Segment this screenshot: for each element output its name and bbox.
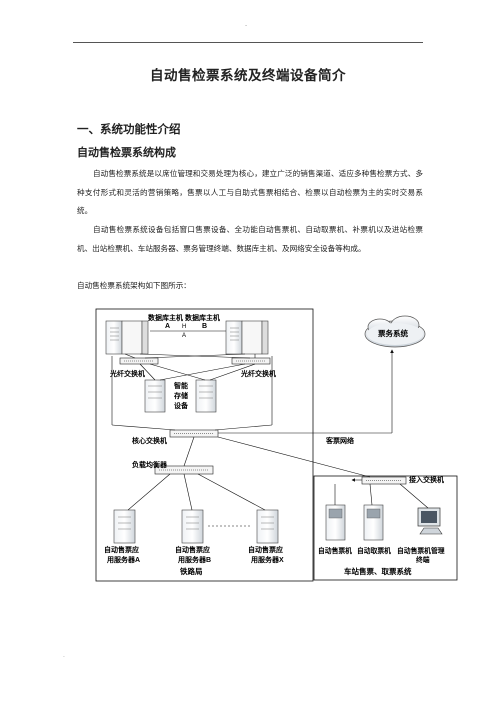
- header-rule: [73, 42, 423, 43]
- db-host-a-label: 数据库主机: [148, 313, 183, 322]
- link-fsr-storage: [159, 363, 246, 381]
- app-server-a-label-1: 自动售票应: [104, 545, 139, 554]
- storage-device-icon: [144, 379, 217, 413]
- ticket-vending-machine-icon: [325, 504, 346, 541]
- link-core-lb: [183, 436, 195, 467]
- station-system-frame: [313, 475, 458, 581]
- link-lb-server-x: [197, 473, 266, 511]
- app-server-a-label-2: 用服务器A: [107, 555, 140, 564]
- db-host-b-letter: B: [202, 323, 207, 330]
- link-dbb-core: [214, 424, 273, 431]
- document-title: 自动售检票系统及终端设备简介: [150, 68, 346, 84]
- app-server-b-icon: [181, 509, 204, 544]
- link-lb-server-b: [183, 473, 193, 511]
- ticket-system-cloud-icon: [364, 315, 426, 348]
- fiber-switch-right-label: 光纤交换机: [240, 369, 276, 378]
- db-host-a-icon: [105, 320, 149, 355]
- station-group-label: 车站售票、取票系统: [344, 566, 412, 576]
- app-server-x-label-2: 用服务器X: [251, 555, 284, 564]
- ticket-system-label: 票务系统: [378, 328, 408, 338]
- subsection-heading: 自动售检票系统构成: [77, 146, 176, 159]
- railway-bureau-frame: [95, 308, 314, 582]
- app-server-b-label-2: 用服务器B: [178, 555, 211, 564]
- ha-label-top: H: [182, 324, 186, 330]
- link-dba-fsl: [124, 353, 136, 359]
- link-dbb-fsl: [144, 353, 246, 359]
- storage-label-1: 智能: [174, 381, 188, 390]
- diagram-caption: 自动售检票系统架构如下图所示：: [77, 281, 191, 290]
- load-balancer-label: 负载均衡器: [132, 460, 168, 469]
- link-dba-core: [111, 424, 176, 431]
- header-mark: -: [245, 22, 248, 29]
- app-server-b-label-1: 自动售票应: [175, 545, 210, 554]
- ticket-collection-machine-icon: [363, 504, 384, 541]
- access-switch-icon: [361, 476, 407, 485]
- station-machine-2-label: 自动取票机: [357, 546, 391, 555]
- db-host-a-letter: A: [165, 323, 170, 330]
- station-machine-1-label: 自动售票机: [318, 546, 352, 555]
- section-heading: 一、系统功能性介绍: [77, 122, 181, 136]
- station-terminal-label-1: 自动售票机管理: [397, 546, 445, 555]
- link-access-tcm: [369, 483, 373, 506]
- storage-label-2: 存储: [174, 391, 188, 400]
- station-terminal-label-2: 终端: [416, 555, 430, 564]
- link-access-terminal: [399, 483, 429, 509]
- ha-label-bottom: A: [182, 333, 186, 339]
- railway-bureau-label: 铁路局: [180, 566, 203, 576]
- management-terminal-icon: [417, 507, 443, 535]
- storage-label-3: 设备: [174, 401, 189, 410]
- core-switch-icon: [169, 429, 219, 438]
- link-core-access: [217, 436, 371, 478]
- db-host-b-label: 数据库主机: [185, 313, 220, 322]
- fiber-switch-right-icon: [231, 357, 271, 365]
- fiber-switch-left-icon: [119, 357, 159, 365]
- passenger-network-label: 客票网络: [325, 436, 354, 445]
- app-server-a-icon: [113, 509, 136, 544]
- access-switch-label: 接入交换机: [409, 475, 444, 484]
- app-server-x-icon: [256, 509, 279, 544]
- fiber-switch-left-label: 光纤交换机: [109, 369, 145, 378]
- app-server-x-label-1: 自动售票应: [248, 545, 283, 554]
- paragraph-1: 自动售检票系统是以席位管理和交易处理为核心，建立广泛的销售渠道、适应多种售检票方…: [77, 169, 423, 215]
- link-fsr-storage-2: [209, 363, 256, 381]
- db-host-b-icon: [225, 320, 269, 355]
- footer-mark: .: [63, 652, 65, 659]
- link-lb-server-a: [127, 473, 171, 511]
- link-fsl-storage-2: [149, 363, 206, 381]
- core-switch-label: 核心交换机: [132, 436, 167, 445]
- paragraph-2: 自动售检票系统设备包括窗口售票设备、全功能自动售票机、自动取票机、补票机以及进站…: [77, 225, 423, 253]
- link-fsl-storage: [139, 363, 156, 381]
